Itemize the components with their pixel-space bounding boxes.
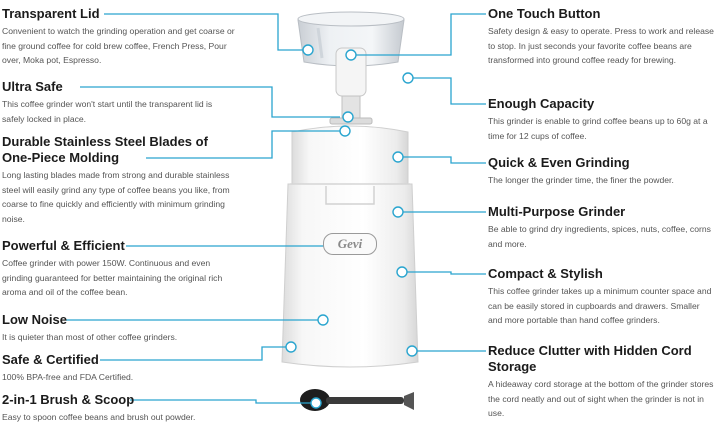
- feature-stainless-blades: Durable Stainless Steel Blades of One-Pi…: [2, 134, 232, 226]
- feature-brush-scoop: 2-in-1 Brush & Scoop Easy to spoon coffe…: [2, 392, 234, 425]
- brand-logo: Gevi: [323, 233, 377, 255]
- callout-lines-left: [66, 13, 345, 404]
- feature-desc: A hideaway cord storage at the bottom of…: [488, 379, 714, 418]
- feature-title: Durable Stainless Steel Blades of One-Pi…: [2, 134, 208, 165]
- feature-title: Transparent Lid: [2, 6, 100, 21]
- feature-desc: The longer the grinder time, the finer t…: [488, 175, 674, 185]
- feature-title: Powerful & Efficient: [2, 238, 125, 253]
- callout-dots: [285, 44, 418, 409]
- feature-multi-purpose: Multi-Purpose Grinder Be able to grind d…: [488, 204, 714, 251]
- transparent-lid-graphic: [297, 11, 405, 67]
- feature-desc: It is quieter than most of other coffee …: [2, 332, 178, 342]
- feature-powerful: Powerful & Efficient Coffee grinder with…: [2, 238, 234, 300]
- callout-lines-right: [351, 13, 486, 352]
- feature-title: Multi-Purpose Grinder: [488, 204, 626, 219]
- feature-desc: Safety design & easy to operate. Press t…: [488, 26, 714, 65]
- feature-desc: Easy to spoon coffee beans and brush out…: [2, 412, 196, 422]
- feature-one-touch-button: One Touch Button Safety design & easy to…: [488, 6, 714, 68]
- feature-safe-certified: Safe & Certified 100% BPA-free and FDA C…: [2, 352, 234, 385]
- feature-desc: 100% BPA-free and FDA Certified.: [2, 372, 134, 382]
- feature-desc: This coffee grinder takes up a minimum c…: [488, 286, 712, 325]
- feature-desc: This coffee grinder won't start until th…: [2, 99, 213, 124]
- feature-title: Compact & Stylish: [488, 266, 603, 281]
- feature-title: Low Noise: [2, 312, 68, 327]
- feature-desc: This grinder is enable to grind coffee b…: [488, 116, 708, 141]
- feature-quick-even-grinding: Quick & Even Grinding The longer the gri…: [488, 155, 714, 188]
- feature-enough-capacity: Enough Capacity This grinder is enable t…: [488, 96, 714, 143]
- feature-title: Enough Capacity: [488, 96, 595, 111]
- feature-hidden-cord-storage: Reduce Clutter with Hidden Cord Storage …: [488, 343, 714, 421]
- feature-title: 2-in-1 Brush & Scoop: [2, 392, 135, 407]
- feature-title: Reduce Clutter with Hidden Cord Storage: [488, 343, 692, 374]
- grinder-body-graphic: [281, 125, 419, 368]
- feature-title: Safe & Certified: [2, 352, 99, 367]
- feature-title: Ultra Safe: [2, 79, 63, 94]
- feature-title: One Touch Button: [488, 6, 601, 21]
- feature-title: Quick & Even Grinding: [488, 155, 630, 170]
- feature-desc: Convenient to watch the grinding operati…: [2, 26, 235, 65]
- feature-compact-stylish: Compact & Stylish This coffee grinder ta…: [488, 266, 714, 328]
- feature-desc: Coffee grinder with power 150W. Continuo…: [2, 258, 223, 297]
- feature-ultra-safe: Ultra Safe This coffee grinder won't sta…: [2, 79, 234, 126]
- feature-desc: Long lasting blades made from strong and…: [2, 170, 230, 224]
- feature-desc: Be able to grind dry ingredients, spices…: [488, 224, 711, 249]
- feature-transparent-lid: Transparent Lid Convenient to watch the …: [2, 6, 240, 68]
- feature-low-noise: Low Noise It is quieter than most of oth…: [2, 312, 234, 345]
